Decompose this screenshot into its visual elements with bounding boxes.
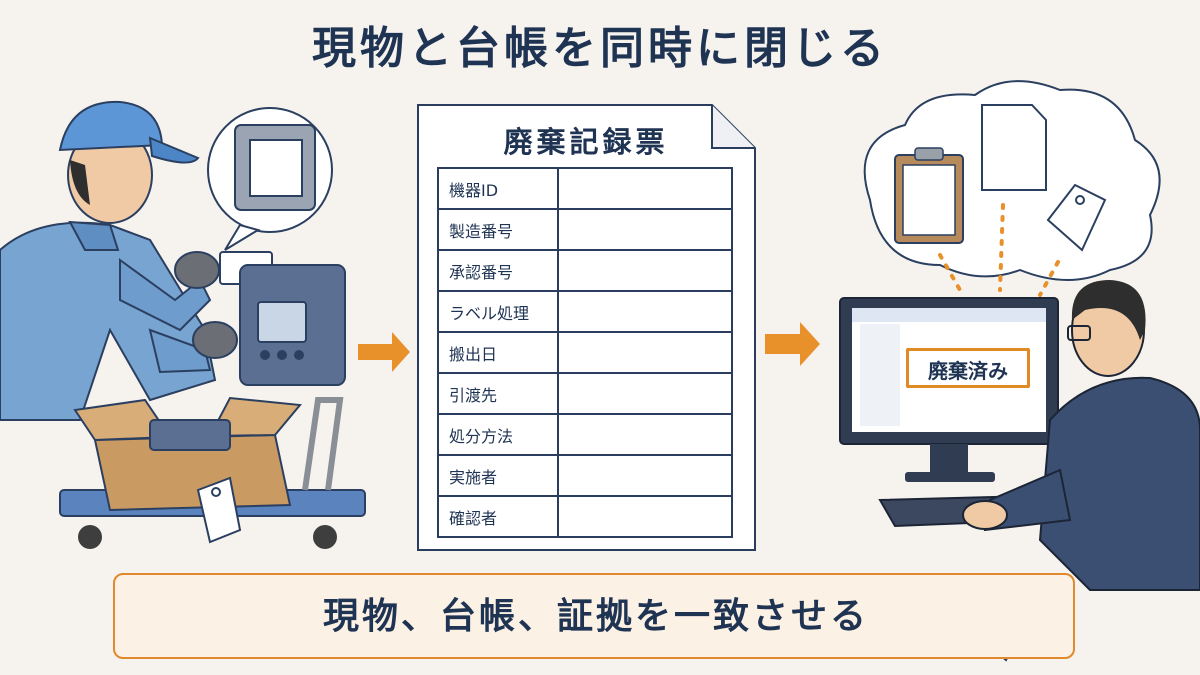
form-row: 搬出日 xyxy=(437,331,733,374)
flow-arrow-left xyxy=(358,332,410,372)
label-zoom-bubble xyxy=(207,107,333,251)
cart-with-box xyxy=(59,396,366,549)
record-form: 廃棄記録票 機器ID 製造番号 承認番号 ラベル処理 搬出日 引渡先 処分方法 … xyxy=(415,103,757,551)
disposed-status-badge: 廃棄済み xyxy=(906,348,1030,388)
form-row-value xyxy=(557,372,733,415)
form-row-label: 確認者 xyxy=(437,495,559,538)
device-unit xyxy=(239,264,346,386)
record-form-table: 機器ID 製造番号 承認番号 ラベル処理 搬出日 引渡先 処分方法 実施者 確認… xyxy=(437,167,733,538)
form-row-label: 処分方法 xyxy=(437,413,559,456)
form-row: 実施者 xyxy=(437,454,733,497)
form-row-label: 機器ID xyxy=(437,167,559,210)
form-row-value xyxy=(557,495,733,538)
form-row-value xyxy=(557,413,733,456)
form-row-value xyxy=(557,331,733,374)
form-row-value xyxy=(557,249,733,292)
form-row: 承認番号 xyxy=(437,249,733,292)
summary-banner: 現物、台帳、証拠を一致させる xyxy=(113,573,1075,659)
form-row-value xyxy=(557,290,733,333)
form-row: 引渡先 xyxy=(437,372,733,415)
form-row: ラベル処理 xyxy=(437,290,733,333)
form-row-value xyxy=(557,208,733,251)
worker-illustration xyxy=(0,100,273,421)
form-row-label: 引渡先 xyxy=(437,372,559,415)
form-row-value xyxy=(557,454,733,497)
form-row-label: 製造番号 xyxy=(437,208,559,251)
record-form-title: 廃棄記録票 xyxy=(503,125,669,159)
form-row: 機器ID xyxy=(437,167,733,210)
document-cloud xyxy=(863,80,1161,297)
page-title: 現物と台帳を同時に閉じる xyxy=(312,23,888,74)
form-row: 確認者 xyxy=(437,495,733,538)
form-row-label: 搬出日 xyxy=(437,331,559,374)
form-row-label: 承認番号 xyxy=(437,249,559,292)
summary-banner-text: 現物、台帳、証拠を一致させる xyxy=(322,596,869,637)
form-row-value xyxy=(557,167,733,210)
form-row-label: 実施者 xyxy=(437,454,559,497)
form-row: 製造番号 xyxy=(437,208,733,251)
form-row-label: ラベル処理 xyxy=(437,290,559,333)
form-row: 処分方法 xyxy=(437,413,733,456)
flow-arrow-right xyxy=(765,322,820,366)
